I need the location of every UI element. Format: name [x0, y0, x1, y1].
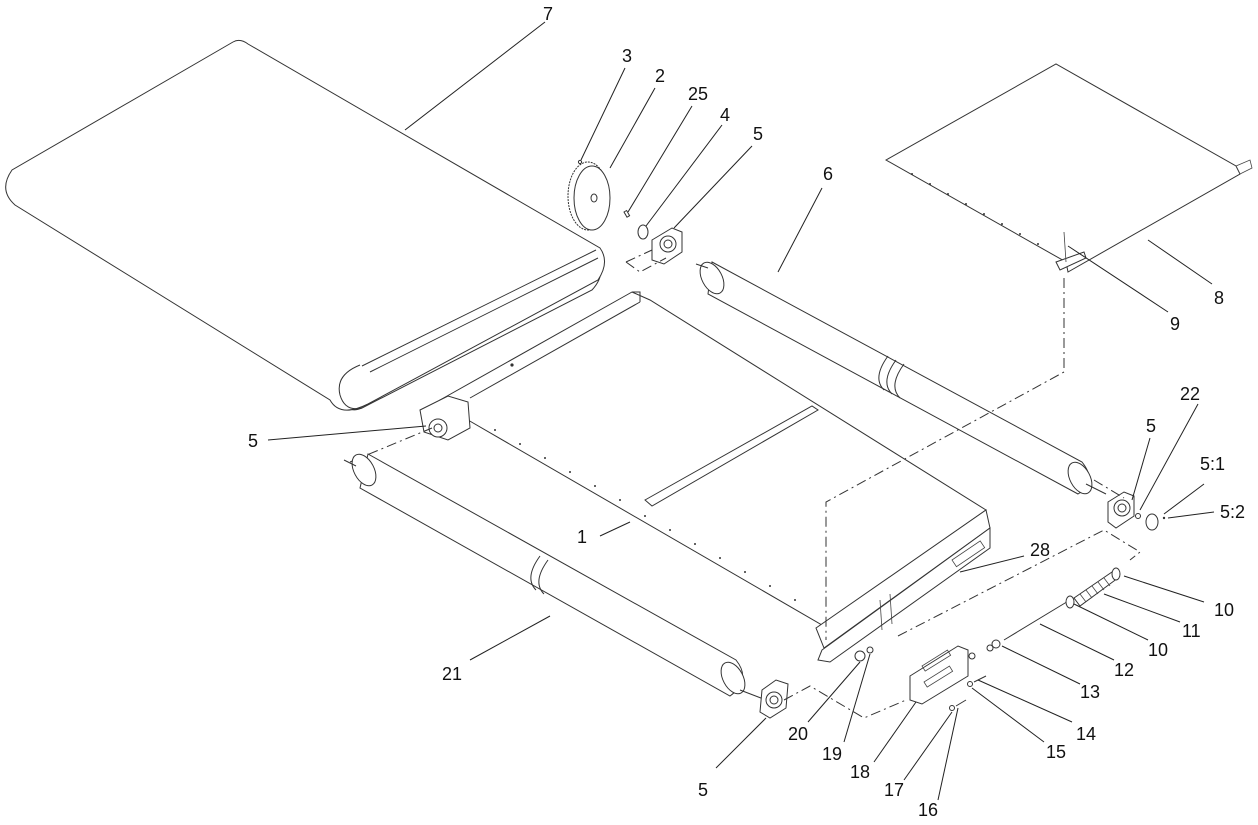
callout-7: 7 [543, 4, 553, 24]
bolt-part-16 [955, 699, 967, 707]
washer-part-20 [854, 650, 866, 662]
rod-part-12 [1003, 599, 1071, 641]
callout-5-top: 5 [753, 124, 763, 144]
callout-21: 21 [442, 664, 462, 684]
washer-part-19 [866, 646, 874, 654]
setscrew-part-3 [577, 159, 583, 165]
key-part-25 [623, 209, 631, 218]
bearing-top [651, 227, 683, 265]
callout-15: 15 [1046, 742, 1066, 762]
callout-5-1: 5:1 [1200, 454, 1225, 474]
callout-labels: 7 3 2 25 4 5 6 8 9 5 1 5 22 5:1 5:2 28 1… [248, 4, 1245, 820]
callout-8: 8 [1214, 288, 1224, 308]
bearing-left-upper [349, 395, 471, 463]
bearing-right [1107, 491, 1135, 529]
callout-6: 6 [823, 164, 833, 184]
setscrew-part-22 [1135, 513, 1141, 519]
callout-16: 16 [918, 800, 938, 820]
callout-13: 13 [1080, 682, 1100, 702]
screw-part-5-2 [1162, 516, 1166, 520]
washer-part-17 [949, 705, 955, 711]
callout-11: 11 [1182, 621, 1201, 641]
roller-part-6 [695, 261, 1107, 495]
nut-part-13 [991, 639, 1001, 649]
bolt-part-14 [973, 675, 987, 683]
callout-5-2: 5:2 [1220, 502, 1245, 522]
callout-5-left: 5 [248, 431, 258, 451]
callout-1: 1 [577, 527, 587, 547]
collar-part-4 [637, 224, 649, 240]
callout-10-upper: 10 [1214, 600, 1234, 620]
callout-25: 25 [688, 84, 708, 104]
sprocket-part-2 [567, 161, 611, 231]
callout-3: 3 [622, 46, 632, 66]
washer-part-10b [1111, 567, 1121, 581]
cover-plate-part-8 [884, 63, 1253, 273]
callout-17: 17 [884, 780, 904, 800]
washer-part-10a [1065, 595, 1075, 609]
callout-2: 2 [655, 66, 665, 86]
callout-5-bottom: 5 [698, 780, 708, 800]
leader-lines [267, 21, 1215, 801]
callout-20: 20 [788, 724, 808, 744]
callout-9: 9 [1170, 314, 1180, 334]
alignment-lines [625, 249, 1141, 719]
bracket-part-18 [909, 645, 969, 705]
callout-18: 18 [850, 762, 870, 782]
callout-10-lower: 10 [1148, 640, 1168, 660]
spring-part-11 [1073, 571, 1119, 607]
callout-4: 4 [720, 105, 730, 125]
callout-22: 22 [1180, 384, 1200, 404]
washer-part-15 [967, 681, 973, 687]
frame-part-1 [439, 291, 991, 663]
callout-28: 28 [1030, 540, 1050, 560]
roller-part-21 [343, 453, 767, 701]
collar-part-5-1 [1145, 513, 1159, 531]
callout-19: 19 [822, 744, 842, 764]
callout-5-right: 5 [1146, 416, 1156, 436]
bearing-bottom [759, 679, 789, 719]
tensioner-assembly [854, 567, 1121, 711]
belt-part-7 [5, 39, 605, 411]
callout-14: 14 [1076, 724, 1096, 744]
callout-12: 12 [1114, 660, 1134, 680]
